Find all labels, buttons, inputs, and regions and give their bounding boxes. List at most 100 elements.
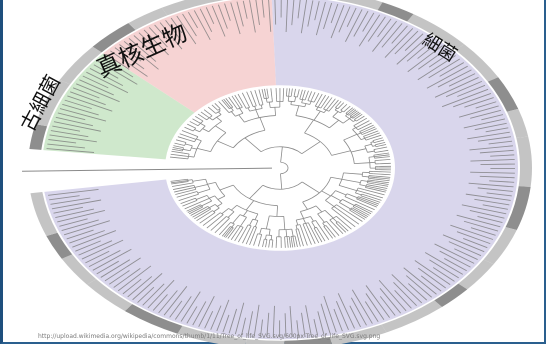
tree-branch bbox=[351, 148, 367, 153]
tree-branch bbox=[204, 118, 207, 121]
tree-branch bbox=[205, 179, 211, 190]
leaf-label bbox=[127, 276, 153, 298]
tree-branch bbox=[249, 184, 264, 199]
leaf-label bbox=[442, 234, 485, 253]
leaf-label bbox=[274, 0, 277, 25]
leaf-label bbox=[364, 301, 379, 322]
tree-branch bbox=[373, 148, 377, 150]
tree-branch bbox=[197, 113, 205, 119]
leaf-label bbox=[420, 275, 442, 292]
tree-branch bbox=[193, 185, 197, 190]
leaf-label bbox=[457, 84, 486, 97]
tree-branch bbox=[254, 220, 259, 227]
tree-branch bbox=[206, 195, 213, 202]
tree-branch bbox=[375, 145, 380, 148]
leaf-label bbox=[119, 44, 142, 62]
tree-branch bbox=[216, 116, 222, 122]
tree-branch bbox=[254, 90, 260, 103]
tree-branch bbox=[227, 222, 231, 226]
leaf-label bbox=[78, 240, 113, 256]
leaf-label bbox=[174, 296, 192, 320]
tree-branch bbox=[215, 108, 218, 111]
tree-branch bbox=[265, 234, 267, 240]
tree-branch bbox=[187, 139, 195, 143]
tree-branch bbox=[213, 207, 220, 212]
tree-branch bbox=[178, 195, 193, 202]
tree-branch bbox=[276, 205, 278, 217]
tree-branch bbox=[308, 91, 313, 99]
outer-ring-segment bbox=[487, 77, 519, 112]
leaf-label bbox=[128, 38, 157, 62]
tree-branch bbox=[351, 109, 357, 114]
tree-branch bbox=[366, 128, 377, 134]
tree-branch bbox=[325, 199, 335, 207]
leaf-label bbox=[49, 195, 80, 201]
leaf-label bbox=[353, 10, 369, 37]
tree-branch bbox=[174, 142, 182, 146]
tree-branch bbox=[357, 210, 369, 218]
leaf-label bbox=[285, 0, 288, 33]
tree-branch bbox=[290, 104, 305, 108]
leaf-label bbox=[417, 55, 456, 81]
tree-branch bbox=[364, 198, 380, 205]
leaf-label bbox=[101, 57, 134, 78]
leaf-label bbox=[268, 0, 272, 32]
leaf-label bbox=[255, 0, 260, 26]
leaf-label bbox=[403, 267, 437, 295]
leaf-label bbox=[113, 268, 141, 288]
tree-branch bbox=[296, 232, 301, 247]
tree-branch bbox=[360, 130, 366, 134]
tree-branch bbox=[247, 107, 251, 112]
leaf-label bbox=[445, 80, 483, 98]
tree-branch bbox=[181, 144, 185, 146]
leaf-label bbox=[330, 3, 339, 24]
tree-branch bbox=[219, 184, 234, 191]
tree-branch bbox=[221, 208, 229, 215]
tree-branch bbox=[214, 111, 217, 114]
leaf-label bbox=[50, 130, 89, 138]
leaf-label bbox=[69, 91, 106, 106]
tree-branch bbox=[291, 239, 294, 248]
leaf-label bbox=[418, 48, 448, 70]
tree-branch bbox=[332, 116, 344, 124]
leaf-label bbox=[467, 131, 510, 140]
tree-branch bbox=[373, 171, 391, 173]
tree-branch bbox=[297, 89, 300, 96]
tree-branch bbox=[329, 219, 334, 225]
tree-branch bbox=[219, 214, 224, 218]
tree-branch bbox=[258, 102, 261, 106]
tree-branch bbox=[293, 239, 296, 248]
leaf-label bbox=[320, 303, 331, 334]
tree-branch bbox=[230, 107, 234, 111]
leaf-label bbox=[489, 180, 515, 183]
leaf-label bbox=[261, 0, 265, 18]
leaf-label bbox=[488, 140, 513, 145]
leaf-label bbox=[228, 308, 238, 334]
tree-branch bbox=[360, 195, 368, 199]
tree-branch bbox=[179, 133, 190, 138]
tree-branch bbox=[261, 89, 265, 97]
tree-branch bbox=[368, 156, 375, 158]
tree-branch bbox=[374, 181, 389, 185]
tree-branch bbox=[344, 196, 356, 202]
leaf-label bbox=[92, 248, 132, 271]
outer-ring-segment bbox=[407, 14, 465, 51]
leaf-label bbox=[362, 12, 375, 32]
tree-branch bbox=[270, 235, 273, 240]
leaf-label bbox=[323, 295, 337, 333]
leaf-label bbox=[335, 300, 349, 331]
tree-branch bbox=[203, 109, 211, 115]
tree-branch bbox=[355, 125, 360, 129]
tree-branch bbox=[317, 213, 325, 223]
leaf-label bbox=[477, 215, 503, 223]
tree-branch bbox=[294, 96, 297, 102]
tree-branch bbox=[344, 209, 363, 222]
tree-branch bbox=[361, 172, 364, 177]
leaf-label bbox=[76, 83, 120, 103]
leaf-label bbox=[59, 218, 88, 227]
leaf-label bbox=[75, 240, 101, 252]
tree-branch bbox=[230, 230, 238, 241]
tree-branch bbox=[366, 179, 369, 183]
tree-branch bbox=[217, 195, 226, 200]
leaf-label bbox=[444, 258, 467, 272]
